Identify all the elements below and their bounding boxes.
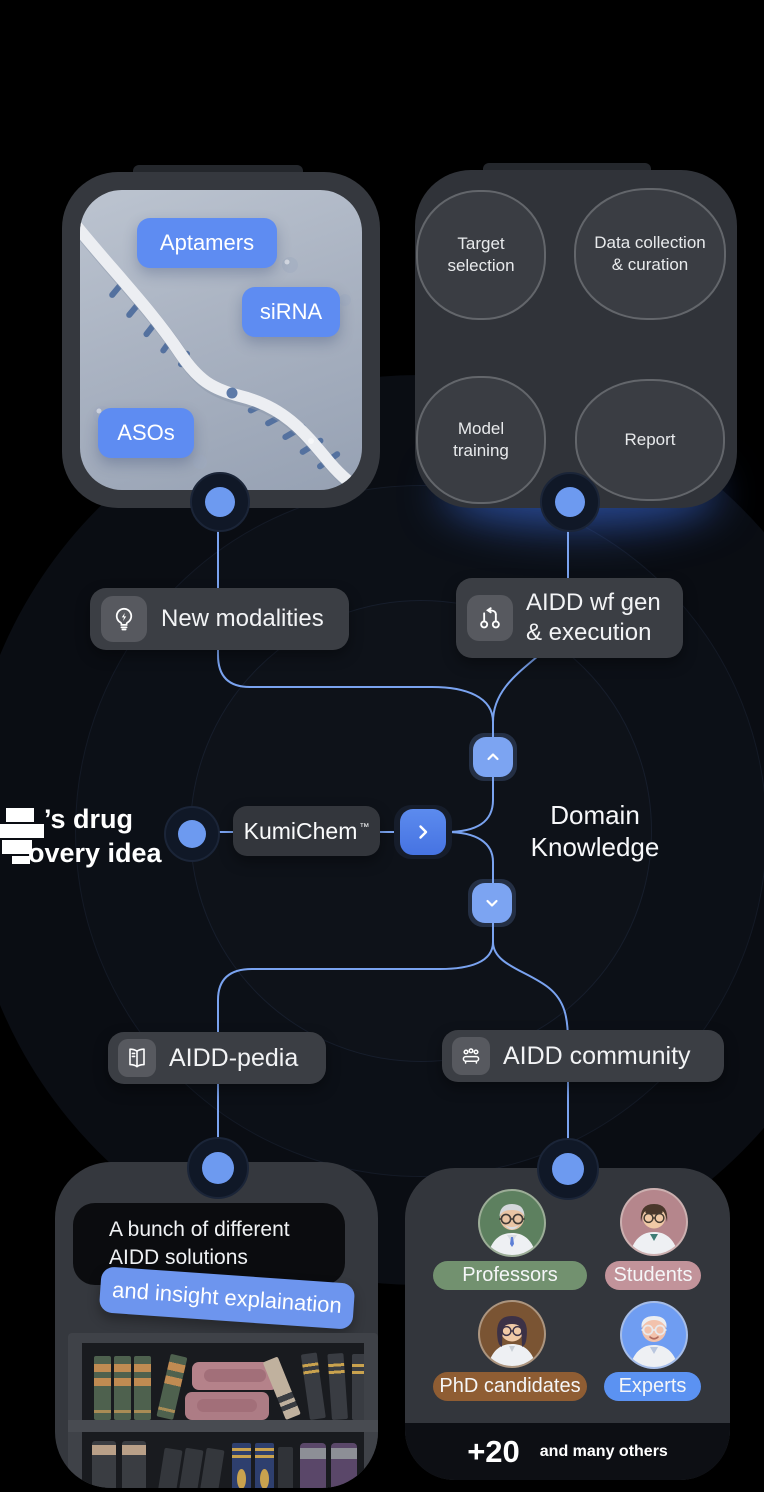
role-pill-phd-candidates: PhD candidates xyxy=(433,1372,587,1401)
connector-node-pedia xyxy=(187,1137,249,1199)
trademark-symbol: ™ xyxy=(359,821,370,833)
connector-node-modalities xyxy=(190,472,250,532)
user-idea-text-line2: overy idea xyxy=(28,838,162,868)
workflow-icon xyxy=(467,595,513,641)
bookshelf-illustration xyxy=(68,1333,378,1488)
lightbulb-icon xyxy=(101,596,147,642)
feature-pill-community: AIDD community xyxy=(442,1030,724,1082)
chevron-right-icon xyxy=(419,825,428,839)
connector-node-community xyxy=(537,1138,599,1200)
pedia-card: A bunch of different AIDD solutions and … xyxy=(55,1162,378,1488)
professor-avatar xyxy=(478,1189,546,1257)
go-right-button[interactable] xyxy=(400,809,446,855)
bookshelf-top-row xyxy=(82,1343,364,1420)
open-book-icon xyxy=(118,1039,156,1077)
student-avatar xyxy=(620,1188,688,1256)
clipped-logo xyxy=(0,824,44,838)
role-pill-experts: Experts xyxy=(604,1372,701,1401)
chevron-down-icon xyxy=(486,899,498,907)
workflow-step-report: Report xyxy=(575,379,725,501)
workflow-step-target-selection: Target selection xyxy=(416,190,546,320)
clipped-logo xyxy=(2,840,32,854)
modality-label-aptamers: Aptamers xyxy=(137,218,277,268)
domain-knowledge-text: Domain Knowledge xyxy=(530,800,660,862)
feature-pill-workflow: AIDD wf gen & execution xyxy=(456,578,683,658)
feature-label: New modalities xyxy=(161,605,324,632)
role-pill-students: Students xyxy=(605,1261,701,1290)
feature-label: AIDD-pedia xyxy=(169,1043,299,1072)
connector-node-workflow xyxy=(540,472,600,532)
workflow-step-model-training: Model training xyxy=(416,376,546,504)
feature-label: AIDD community xyxy=(503,1041,691,1070)
role-pill-professors: Professors xyxy=(433,1261,587,1290)
community-icon xyxy=(452,1037,490,1075)
more-label: and many others xyxy=(539,1442,668,1460)
feature-label: AIDD wf gen & execution xyxy=(526,589,661,646)
workflow-step-data-collection: Data collection & curation xyxy=(574,188,726,320)
user-idea-text-line1: ’s drug xyxy=(44,804,134,834)
feature-pill-pedia: AIDD-pedia xyxy=(108,1032,326,1084)
clipped-logo xyxy=(6,808,34,822)
community-more-band: +20 and many others xyxy=(405,1423,730,1480)
chevron-up-icon xyxy=(487,753,499,761)
bookshelf-bottom-row xyxy=(82,1432,364,1488)
expand-up-button[interactable] xyxy=(473,737,513,777)
connector-node-idea xyxy=(164,806,220,862)
modalities-card: Aptamers siRNA ASOs xyxy=(62,172,380,508)
feature-pill-new-modalities: New modalities xyxy=(90,588,349,650)
shelf-board xyxy=(68,1420,378,1432)
phd-avatar xyxy=(478,1300,546,1368)
workflow-card: Target selection Data collection & curat… xyxy=(415,170,737,508)
clipped-logo xyxy=(12,856,30,864)
expert-avatar xyxy=(620,1301,688,1369)
modality-label-asos: ASOs xyxy=(98,408,194,458)
more-count: +20 xyxy=(467,1433,520,1469)
expand-down-button[interactable] xyxy=(472,883,512,923)
modality-label-sirna: siRNA xyxy=(242,287,340,337)
